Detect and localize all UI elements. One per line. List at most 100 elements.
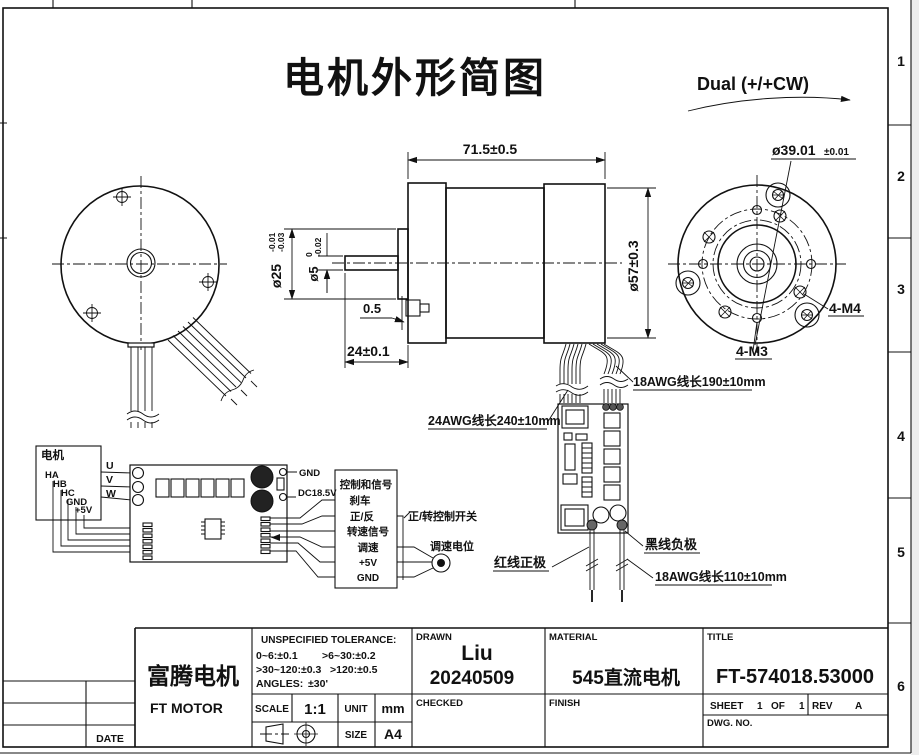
- dim-step: 0.5: [360, 296, 405, 330]
- dim-shaft-length: 24±0.1: [344, 273, 409, 368]
- svg-text:GND: GND: [357, 573, 379, 584]
- svg-text:1: 1: [799, 701, 805, 712]
- driver-pcb: [557, 403, 629, 534]
- zone-ticks-right: [888, 124, 911, 624]
- svg-text:1: 1: [757, 701, 763, 712]
- drawn-name: Liu: [461, 642, 493, 665]
- svg-text:+5V: +5V: [359, 558, 377, 569]
- right-connector: [260, 516, 271, 555]
- motor-wire-bundles: [555, 343, 629, 403]
- svg-text:ANGLES:: ANGLES:: [256, 678, 303, 690]
- revision-table: DATE: [3, 680, 136, 747]
- svg-text:ø5: ø5: [306, 266, 321, 281]
- svg-text:71.5±0.5: 71.5±0.5: [463, 141, 518, 157]
- gnd-terminal-label: GND: [299, 468, 320, 479]
- svg-text:红线正极: 红线正极: [494, 555, 547, 570]
- date-label: DATE: [96, 733, 124, 745]
- main-board: [129, 464, 288, 563]
- zone-number: 4: [897, 428, 905, 444]
- svg-text:+5V: +5V: [75, 505, 93, 516]
- rotation-label: Dual (+/+CW): [697, 74, 809, 94]
- drawn-label: DRAWN: [416, 632, 452, 643]
- svg-text:ø39.01: ø39.01: [772, 142, 816, 158]
- svg-text:18AWG线长110±10mm: 18AWG线长110±10mm: [655, 569, 787, 584]
- svg-text:HC: HC: [61, 488, 75, 499]
- inner-border: [2, 7, 889, 748]
- schematic: 电机 HA HB HC GND +5V U V W: [35, 445, 477, 589]
- svg-text:±30': ±30': [308, 678, 328, 690]
- svg-text:-0.03: -0.03: [276, 232, 286, 252]
- svg-text:HA: HA: [45, 470, 59, 481]
- size-value: A4: [384, 726, 402, 742]
- title-label: TITLE: [707, 632, 733, 643]
- m4-holes: [702, 209, 807, 319]
- unit-label: UNIT: [344, 704, 367, 715]
- svg-text:0~6:±0.1: 0~6:±0.1: [256, 650, 298, 662]
- paper-edge: [911, 0, 919, 755]
- scale-value: 1:1: [304, 701, 326, 718]
- svg-text:W: W: [106, 488, 116, 500]
- scale-label: SCALE: [255, 704, 289, 715]
- motor-box: [35, 445, 102, 521]
- dim-bolt-circle: ø39.01 ±0.01: [754, 142, 856, 346]
- title-block: 富腾电机 FT MOTOR UNSPECIFIED TOLERANCE: 0~6…: [134, 627, 888, 747]
- svg-text:A: A: [855, 701, 862, 712]
- company-name-en: FT MOTOR: [150, 700, 223, 716]
- svg-text:0.5: 0.5: [363, 301, 381, 316]
- drawing-title: 电机外形简图: [283, 55, 547, 101]
- size-label: SIZE: [345, 730, 368, 741]
- svg-text:调速: 调速: [358, 541, 379, 554]
- svg-text:18AWG线长190±10mm: 18AWG线长190±10mm: [633, 374, 766, 389]
- svg-text:V: V: [106, 474, 113, 486]
- material-value: 545直流电机: [572, 666, 680, 689]
- svg-text:-0.01: -0.01: [267, 232, 277, 252]
- m3-holes: [697, 204, 817, 324]
- mount-ears: [675, 182, 820, 328]
- svg-text:>120:±0.5: >120:±0.5: [330, 664, 378, 676]
- dim-shaft-dia: ø5 0 -0.02: [304, 233, 343, 293]
- title-value: FT-574018.53000: [716, 666, 874, 688]
- material-label: MATERIAL: [549, 632, 598, 643]
- svg-text:>6~30:±0.2: >6~30:±0.2: [322, 650, 376, 662]
- svg-text:4-M3: 4-M3: [736, 343, 768, 359]
- dim-length: 71.5±0.5: [407, 141, 606, 179]
- svg-text:控制和信号: 控制和信号: [340, 478, 393, 491]
- potentiometer: [431, 553, 451, 573]
- svg-text:-0.02: -0.02: [313, 237, 323, 257]
- projection-symbol: [260, 722, 318, 746]
- dwg-no-label: DWG. NO.: [707, 718, 752, 729]
- checked-label: CHECKED: [416, 698, 463, 709]
- svg-text:正/反: 正/反: [350, 510, 374, 523]
- zone-number: 3: [897, 281, 905, 297]
- svg-text:黑线负极: 黑线负极: [645, 537, 698, 552]
- dim-body-dia: ø57±0.3: [607, 187, 656, 339]
- svg-text:±0.01: ±0.01: [824, 147, 849, 158]
- svg-text:转速信号: 转速信号: [347, 525, 389, 538]
- company-name-cn: 富腾电机: [147, 663, 239, 689]
- svg-text:HB: HB: [53, 479, 67, 490]
- svg-text:24AWG线长240±10mm: 24AWG线长240±10mm: [428, 413, 561, 428]
- svg-text:U: U: [106, 460, 114, 472]
- rear-view: [52, 176, 258, 428]
- dim-boss-dia: ø25 -0.01 -0.03: [267, 228, 396, 300]
- finish-label: FINISH: [549, 698, 580, 709]
- rear-screw-holes: [83, 188, 217, 322]
- svg-text:REV: REV: [812, 701, 833, 712]
- left-connector: [142, 522, 153, 561]
- svg-text:SHEET: SHEET: [710, 701, 743, 712]
- svg-text:>30~120:±0.3: >30~120:±0.3: [256, 664, 321, 676]
- wire-labels: 24AWG线长240±10mm 18AWG线长190±10mm 黑线负极 红线正…: [428, 365, 787, 586]
- zone-number: 2: [897, 168, 905, 184]
- tolerance-header: UNSPECIFIED TOLERANCE:: [261, 635, 396, 646]
- drawn-date: 20240509: [430, 668, 515, 689]
- svg-text:ø25: ø25: [268, 264, 284, 288]
- label-4m4: 4-M4: [803, 293, 864, 317]
- front-view: [668, 175, 846, 353]
- pot-label: 调速电位: [430, 539, 474, 553]
- rotation-annotation: Dual (+/+CW): [687, 74, 851, 112]
- svg-text:OF: OF: [771, 701, 785, 712]
